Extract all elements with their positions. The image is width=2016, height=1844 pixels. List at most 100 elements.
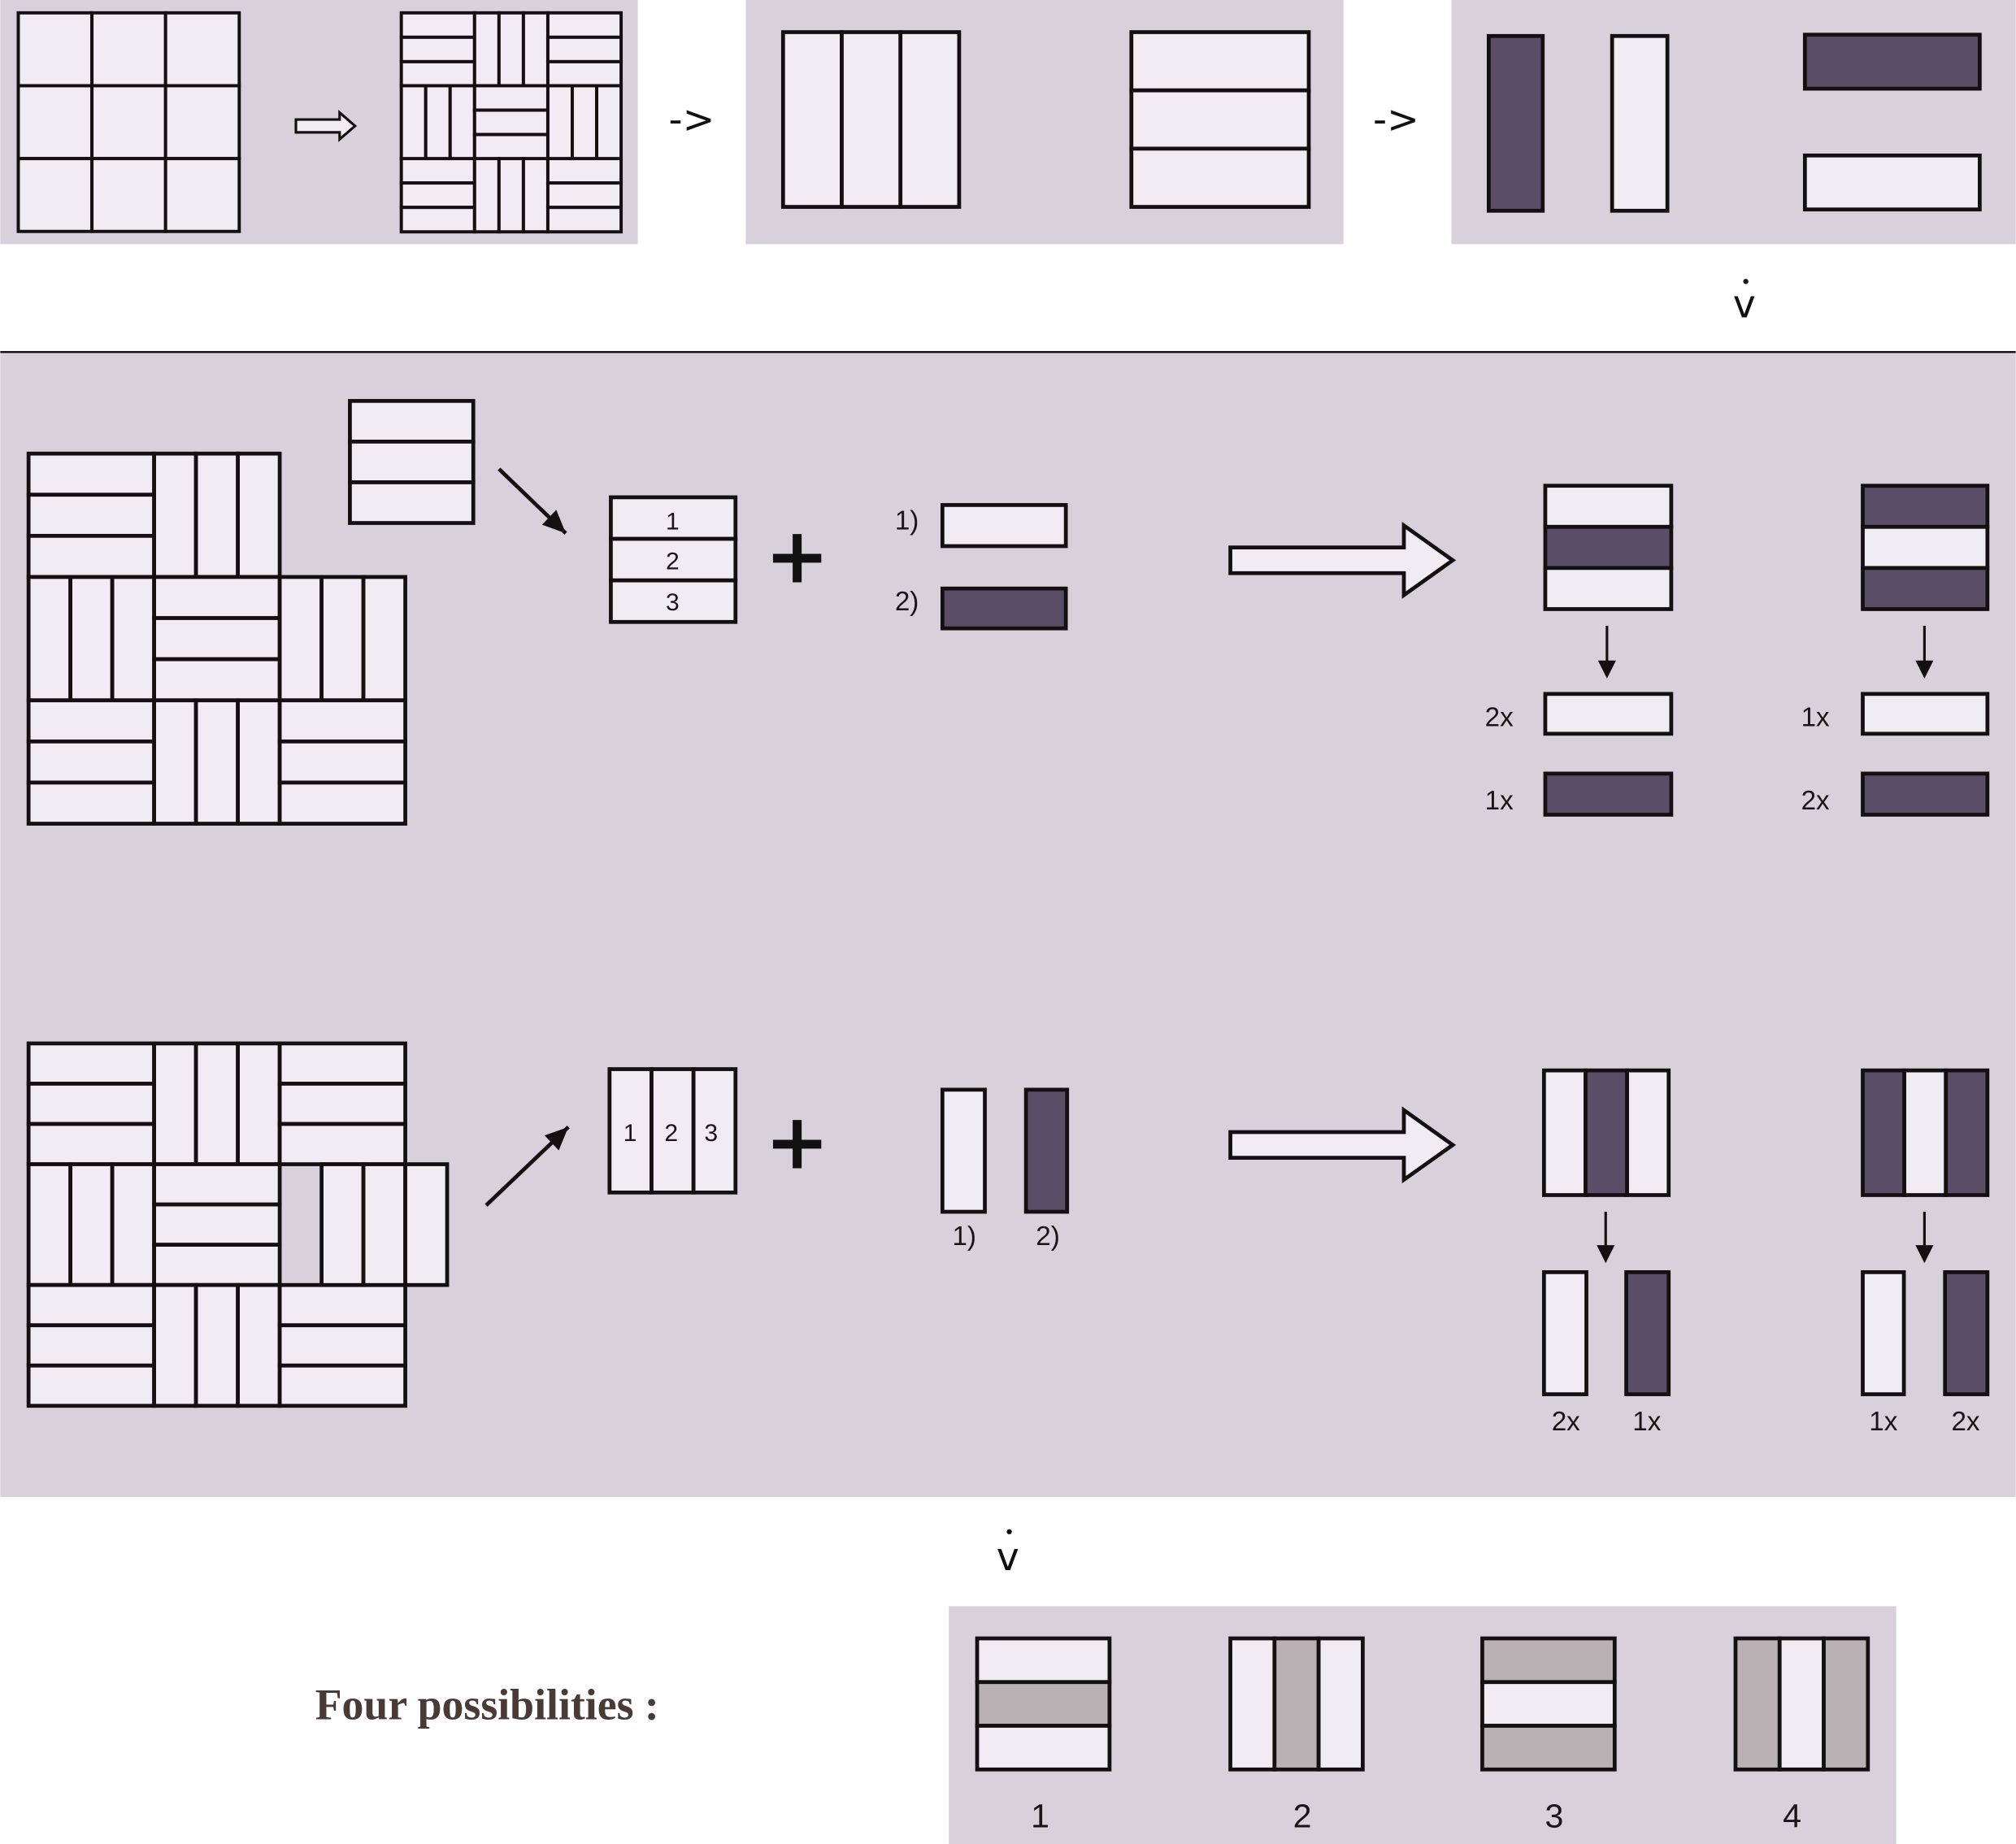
big-hollow-arrow-icon — [1228, 1106, 1457, 1184]
result-a-block — [1543, 484, 1674, 529]
weave-strip — [399, 181, 476, 210]
weave-strip — [152, 1243, 282, 1287]
weave-strip — [68, 575, 115, 703]
result-c-block — [1584, 1068, 1629, 1197]
vertical-strip-block — [780, 30, 844, 209]
option-label: 1) — [895, 505, 919, 536]
weave-strip — [26, 1162, 73, 1287]
option-1-light-strip — [940, 503, 1068, 549]
weave-strip — [399, 59, 476, 88]
arrow-head-icon — [541, 510, 567, 534]
arrow-head-icon — [1597, 660, 1616, 679]
weave-strip — [26, 1363, 156, 1408]
extracted-horizontal-block — [348, 398, 476, 444]
four-possibilities-title: Four possibilities : — [315, 1681, 659, 1729]
grid-square — [90, 157, 167, 233]
weave-strip — [152, 575, 282, 620]
weave-strip — [152, 698, 198, 826]
grid-square — [16, 11, 94, 88]
weave-strip — [545, 59, 623, 88]
step-arrow-1: -> — [669, 98, 715, 142]
result-d-block — [1861, 1068, 1906, 1197]
weave-strip — [545, 157, 623, 185]
dark-horizontal-strip — [1802, 33, 1982, 91]
weave-strip — [399, 11, 476, 39]
count-label: 2x — [1951, 1407, 1979, 1437]
count-label: 2x — [1485, 702, 1514, 732]
count-label: 1x — [1869, 1407, 1897, 1437]
weave-strip — [236, 698, 282, 826]
weave-strip — [152, 1282, 198, 1408]
option-label: 2) — [1036, 1221, 1060, 1252]
segment-number: 2 — [664, 1120, 678, 1147]
grid-square — [90, 84, 167, 161]
weave-strip — [68, 1162, 115, 1287]
weave-strip — [472, 84, 550, 112]
weave-strip — [521, 157, 550, 234]
grid-square — [163, 157, 241, 233]
weave-strip — [277, 1323, 407, 1368]
weave-strip — [26, 492, 156, 538]
weave-strip — [497, 157, 525, 234]
result-a-block — [1543, 566, 1674, 611]
result-d-light-strip — [1861, 1270, 1906, 1396]
option-label: 1) — [952, 1221, 976, 1252]
weave-strip — [277, 1041, 407, 1086]
result-d-dark-strip — [1943, 1270, 1990, 1396]
step-arrow-2: -> — [1373, 98, 1419, 142]
possibility-3-strip — [1480, 1680, 1617, 1728]
result-c-light-strip — [1541, 1270, 1588, 1396]
possibility-number: 2 — [1293, 1797, 1312, 1834]
weave-strip — [193, 1041, 240, 1166]
weave-strip — [236, 1041, 282, 1166]
arrow-head-icon — [1915, 660, 1934, 679]
grid-square — [16, 157, 94, 233]
weave-strip — [472, 108, 550, 137]
horizontal-strip-block — [1129, 146, 1311, 209]
vertical-strip-block — [898, 30, 962, 209]
weave-strip — [236, 451, 282, 579]
possibility-number: 4 — [1783, 1797, 1801, 1834]
result-a-block — [1543, 524, 1674, 571]
weave-strip — [26, 1082, 156, 1126]
weave-strip — [277, 575, 324, 703]
weave-strip — [152, 616, 282, 662]
shifted-weave-strip — [361, 1162, 407, 1287]
weave-strip — [193, 698, 240, 826]
plus-sign: + — [765, 511, 829, 601]
segment-number: 2 — [666, 548, 680, 575]
possibility-2-strip — [1228, 1636, 1277, 1772]
option-1-light-strip — [940, 1087, 987, 1214]
option-label: 2) — [895, 587, 919, 617]
hollow-arrow-icon — [294, 110, 358, 142]
plus-sign: + — [765, 1097, 829, 1187]
segment-number: 3 — [666, 589, 680, 616]
weave-strip — [545, 206, 623, 234]
weave-strip — [193, 451, 240, 579]
light-vertical-strip — [1610, 33, 1670, 213]
arrow-head-icon — [1915, 1245, 1934, 1264]
result-b-light-strip — [1861, 692, 1990, 736]
possibility-1-strip — [975, 1680, 1112, 1728]
result-b-block — [1861, 524, 1990, 571]
dark-vertical-strip — [1486, 33, 1545, 213]
weave-strip — [152, 1202, 282, 1247]
count-label: 1x — [1485, 786, 1514, 816]
weave-strip — [399, 157, 476, 185]
big-hollow-arrow-icon — [1228, 521, 1457, 599]
weave-strip — [399, 206, 476, 234]
weave-strip — [571, 84, 598, 161]
weave-strip — [277, 1363, 407, 1408]
option-2-dark-strip — [1023, 1087, 1070, 1214]
weave-strip — [277, 739, 407, 785]
grid-square — [163, 11, 241, 88]
shifted-weave-strip — [403, 1162, 450, 1287]
weave-strip — [110, 575, 156, 703]
light-horizontal-strip — [1802, 153, 1982, 212]
weave-strip — [521, 11, 550, 88]
option-2-dark-strip — [940, 586, 1068, 631]
possibility-2-strip — [1272, 1636, 1321, 1772]
weave-strip — [497, 11, 525, 88]
numbered-vertical-block — [650, 1067, 696, 1195]
arrow-head-icon — [1597, 1245, 1615, 1264]
